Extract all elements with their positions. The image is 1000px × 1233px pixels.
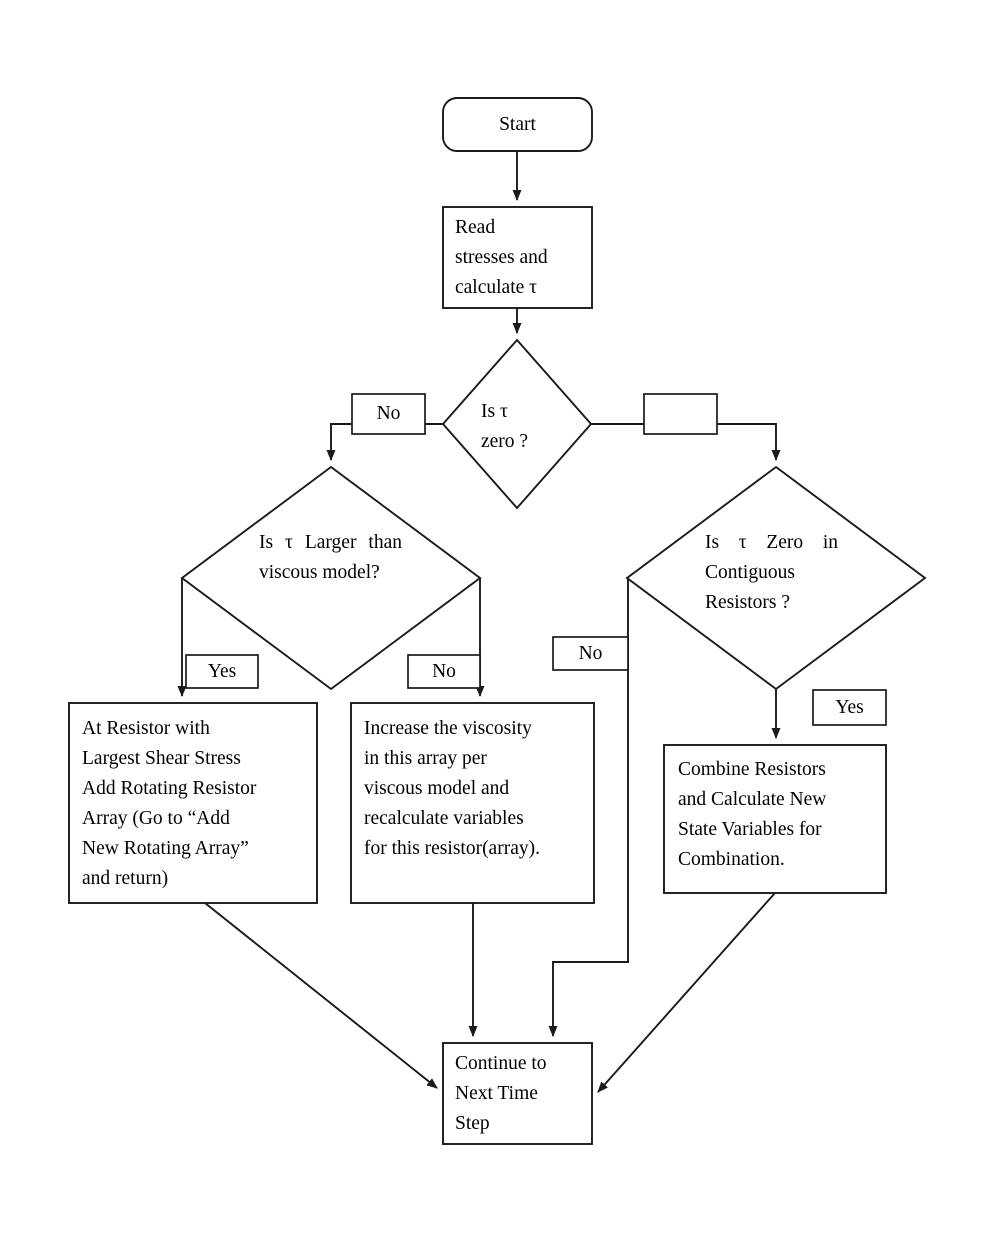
node-continue-next-step[interactable] [442,1042,593,1145]
connector-add-array-to-continue [204,902,438,1089]
edge-label-box-contiguous-yes [812,689,887,726]
node-read[interactable] [442,206,593,309]
node-combine-resistors[interactable] [663,744,887,894]
node-increase-viscosity[interactable] [350,702,595,904]
node-decision-tau-zero[interactable] [441,338,593,510]
connector-contiguous-no-to-continue [548,578,629,1037]
node-add-rotating-array[interactable] [68,702,318,904]
edge-label-box-larger-no [407,654,481,689]
edge-label-box-layer [185,393,887,726]
connector-combine-to-continue [597,892,776,1093]
shape-layer [68,97,927,1145]
node-decision-tau-zero-contiguous[interactable] [625,465,927,691]
node-start[interactable] [442,97,593,152]
edge-label-box-larger-yes [185,654,259,689]
edge-label-box-tau-zero-yes-blank [643,393,718,435]
edge-label-box-tau-zero-no [351,393,426,435]
node-decision-tau-larger[interactable] [180,465,482,691]
edge-label-box-contiguous-no [552,636,629,671]
